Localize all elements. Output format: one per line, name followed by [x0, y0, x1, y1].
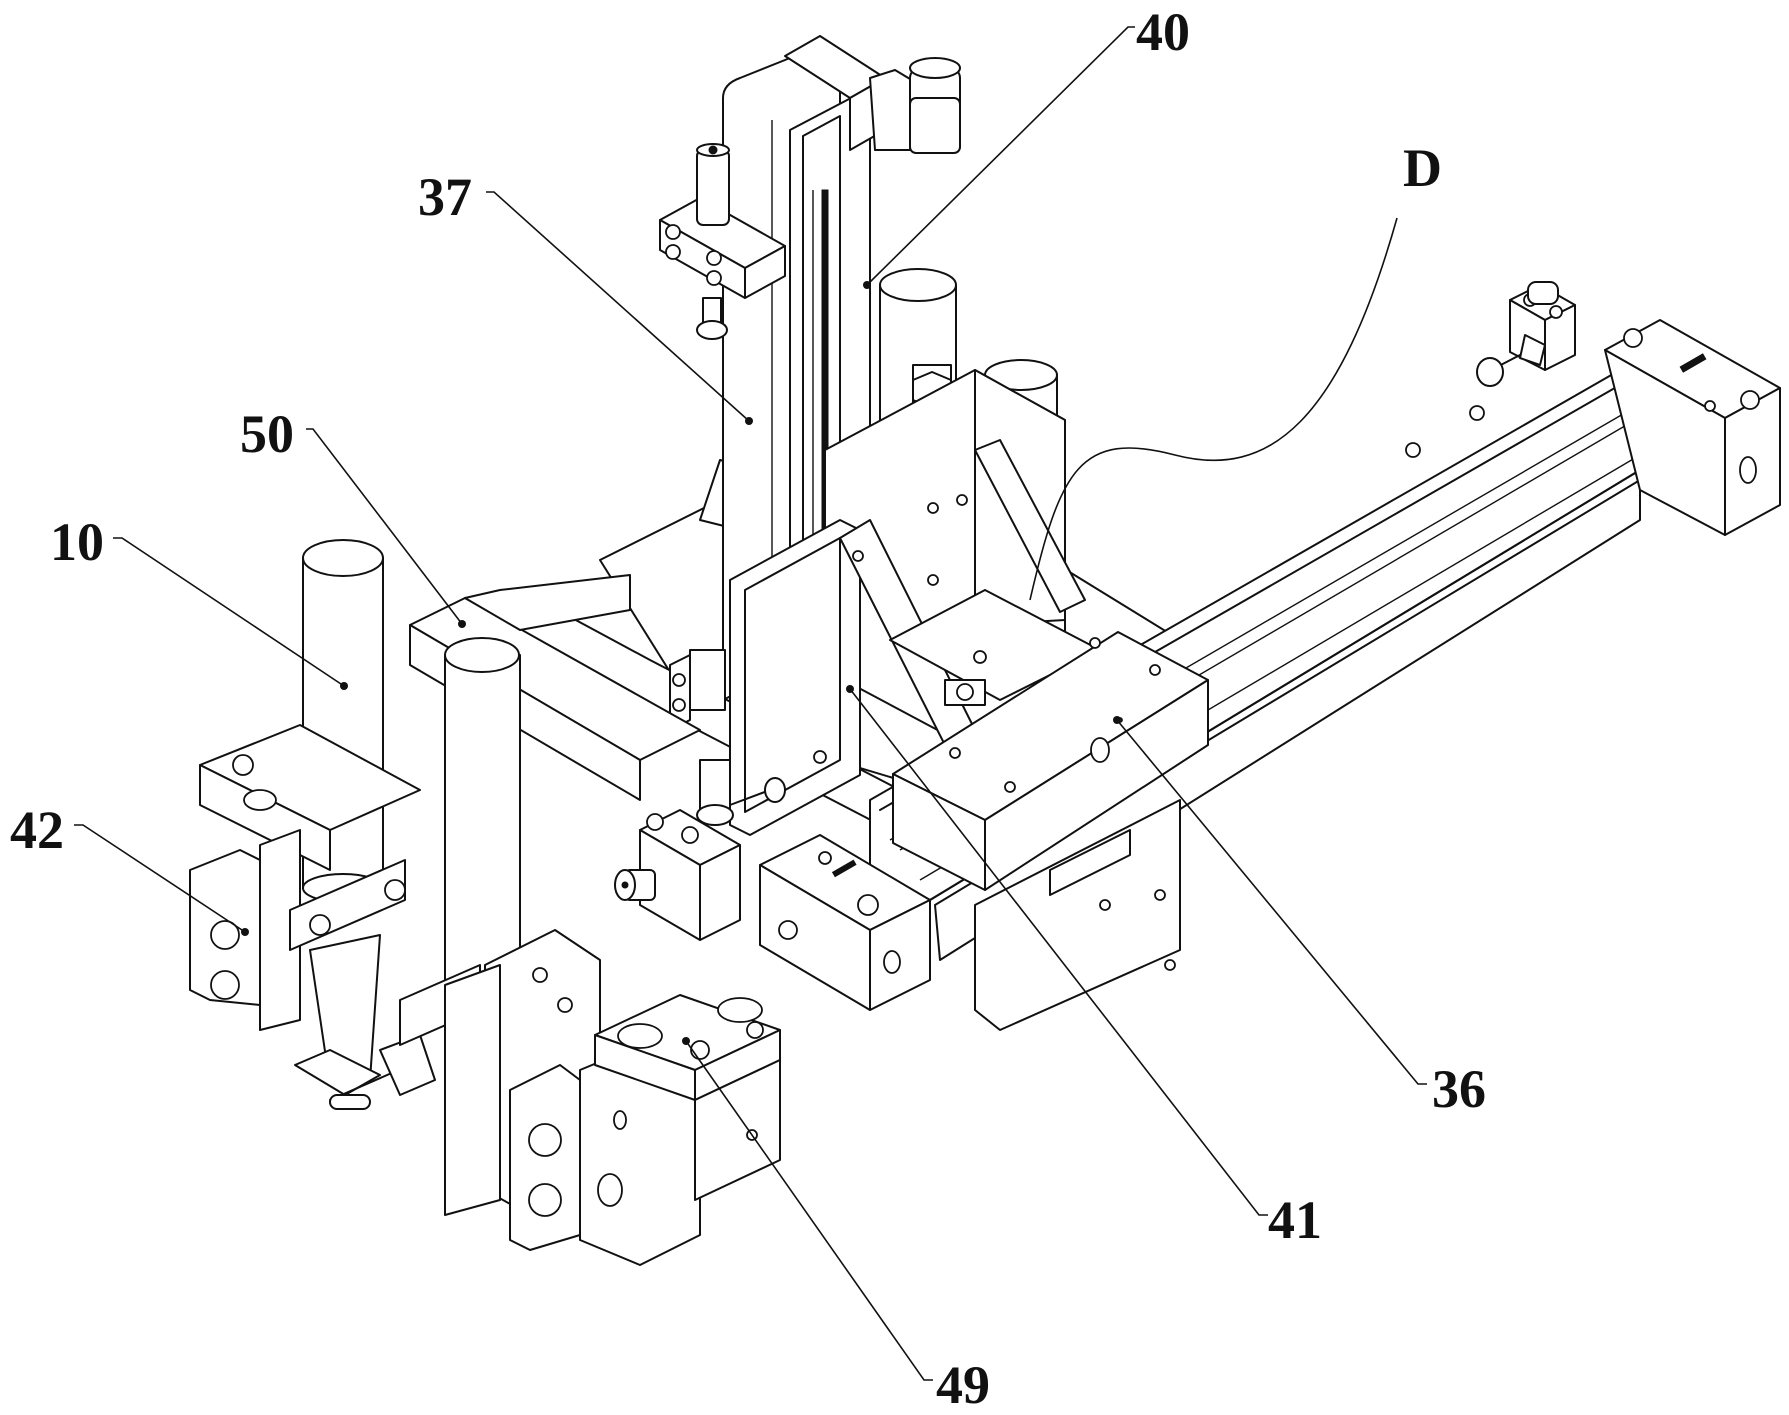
left-gripper — [190, 725, 435, 1109]
leader-dot-49 — [682, 1037, 690, 1045]
ref-label-42: 42 — [10, 800, 64, 860]
ref-label-36: 36 — [1432, 1059, 1486, 1119]
ref-label-41: 41 — [1268, 1190, 1322, 1250]
leader-dot-36 — [1113, 716, 1121, 724]
leader-dot-50 — [458, 620, 466, 628]
ref-label-49: 49 — [936, 1355, 990, 1415]
center-gripper — [400, 930, 700, 1265]
leader-dot-42 — [241, 928, 249, 936]
leader-dot-10 — [340, 682, 348, 690]
leader-dot-41 — [846, 685, 854, 693]
leader-dot-40 — [863, 281, 871, 289]
ref-label-10: 10 — [50, 512, 104, 572]
ref-label-37: 37 — [418, 167, 472, 227]
ref-label-50: 50 — [240, 404, 294, 464]
leader-dot-37 — [745, 417, 753, 425]
leader-40 — [867, 27, 1135, 285]
ref-label-D: D — [1403, 138, 1442, 198]
guide-post-2 — [445, 638, 520, 985]
ref-label-40: 40 — [1136, 2, 1190, 62]
